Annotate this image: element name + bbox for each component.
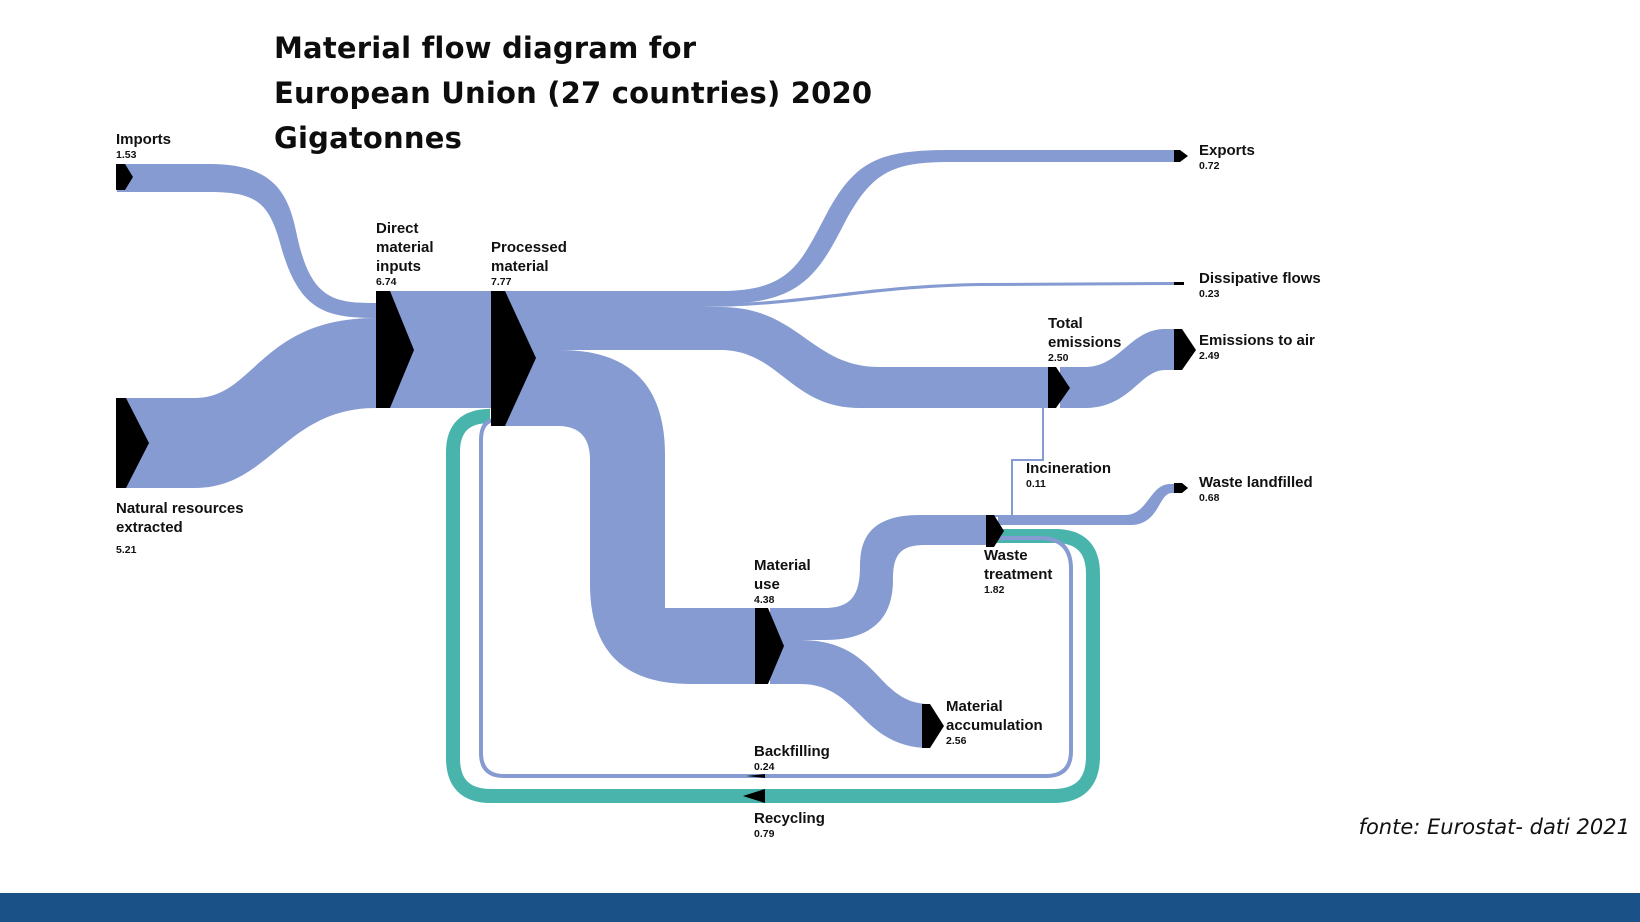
label-recycling-value: 0.79: [754, 828, 775, 840]
flow-imports: [117, 164, 376, 318]
label-dissipative-value: 0.23: [1199, 288, 1220, 300]
label-imports: Imports 1.53: [116, 130, 171, 161]
label-dissipative: Dissipative flows 0.23: [1199, 269, 1321, 300]
flow-backfilling: [479, 418, 1073, 778]
flow-recycling: [446, 409, 1100, 803]
label-material-accumulation-value: 2.56: [946, 735, 967, 747]
sankey-diagram: [116, 150, 1196, 803]
node-imports-marker: [116, 164, 133, 190]
label-incineration-name: Incineration: [1026, 460, 1112, 477]
node-waste-landfilled-marker: [1174, 483, 1188, 493]
flow-exports: [491, 150, 1178, 304]
node-dissipative-marker: [1174, 282, 1184, 285]
label-waste-landfilled-name: Waste landfilled: [1199, 474, 1313, 491]
node-material-use-marker: [755, 608, 784, 684]
label-total-emissions-name: Total emissions: [1048, 315, 1122, 351]
node-natural-resources-marker: [116, 398, 149, 488]
flow-dissipative: [491, 282, 1178, 307]
node-recycling-marker: [743, 789, 765, 803]
label-material-use-value: 4.38: [754, 594, 775, 606]
diagram-title: Material flow diagram for European Union…: [274, 26, 872, 161]
flow-to-waste-treatment: [770, 515, 986, 640]
label-imports-value: 1.53: [116, 149, 137, 161]
label-total-emissions-value: 2.50: [1048, 352, 1069, 364]
label-dmi-value: 6.74: [376, 276, 397, 288]
label-dmi: Direct material inputs 6.74: [376, 219, 446, 288]
footer-bar: [0, 893, 1640, 922]
label-waste-landfilled: Waste landfilled 0.68: [1199, 473, 1313, 504]
label-incineration-value: 0.11: [1026, 478, 1046, 490]
title-line-1: Material flow diagram for: [274, 31, 697, 65]
flow-emissions-to-air: [1060, 329, 1178, 408]
title-line-2: European Union (27 countries) 2020: [274, 76, 873, 110]
node-emissions-to-air-marker: [1174, 329, 1196, 370]
node-backfilling-marker: [746, 774, 765, 778]
label-exports: Exports 0.72: [1199, 141, 1255, 172]
label-processed-name: Processed material: [491, 239, 567, 275]
title-line-3: Gigatonnes: [274, 121, 463, 155]
label-exports-value: 0.72: [1199, 160, 1220, 172]
label-emissions-to-air-value: 2.49: [1199, 350, 1220, 362]
label-backfilling-name: Backfilling: [754, 743, 830, 760]
label-material-accumulation-name: Material accumulation: [946, 698, 1043, 734]
flow-to-emissions: [491, 307, 1048, 408]
label-waste-treatment-value: 1.82: [984, 584, 1005, 596]
node-markers: [116, 150, 1196, 803]
node-exports-marker: [1174, 150, 1188, 162]
node-waste-treatment-marker: [986, 515, 1004, 547]
flow-to-material-use: [491, 350, 755, 684]
label-waste-landfilled-value: 0.68: [1199, 492, 1220, 504]
label-emissions-to-air-name: Emissions to air: [1199, 332, 1315, 349]
label-backfilling-value: 0.24: [754, 761, 775, 773]
label-dmi-name: Direct material inputs: [376, 220, 434, 275]
label-natural-resources-name: Natural resources extracted: [116, 500, 244, 536]
label-total-emissions: Total emissions 2.50: [1048, 314, 1128, 364]
label-waste-treatment: Waste treatment 1.82: [984, 546, 1064, 596]
label-natural-resources: Natural resources extracted 5.21: [116, 499, 256, 556]
label-waste-treatment-name: Waste treatment: [984, 547, 1053, 583]
node-dmi-marker: [376, 291, 414, 408]
label-dissipative-name: Dissipative flows: [1199, 270, 1321, 287]
label-material-use: Material use 4.38: [754, 556, 818, 606]
label-recycling: Recycling 0.79: [754, 809, 825, 840]
label-processed: Processed material 7.77: [491, 238, 577, 288]
label-backfilling: Backfilling 0.24: [754, 742, 830, 773]
label-processed-value: 7.77: [491, 276, 512, 288]
label-incineration: Incineration 0.11: [1026, 459, 1111, 490]
label-emissions-to-air: Emissions to air 2.49: [1199, 331, 1315, 362]
label-imports-name: Imports: [116, 131, 172, 148]
label-material-accumulation: Material accumulation 2.56: [946, 697, 1056, 747]
label-recycling-name: Recycling: [754, 810, 825, 827]
flow-to-material-accumulation: [770, 640, 930, 748]
flow-to-waste-landfilled: [998, 484, 1178, 525]
label-natural-resources-value: 5.21: [116, 544, 137, 556]
label-material-use-name: Material use: [754, 557, 811, 593]
flow-natural-resources: [117, 318, 376, 488]
node-material-accumulation-marker: [922, 704, 944, 748]
node-total-emissions-marker: [1048, 367, 1070, 408]
label-exports-name: Exports: [1199, 142, 1255, 159]
node-processed-marker: [491, 291, 536, 426]
source-note: fonte: Eurostat- dati 2021: [1358, 815, 1630, 839]
